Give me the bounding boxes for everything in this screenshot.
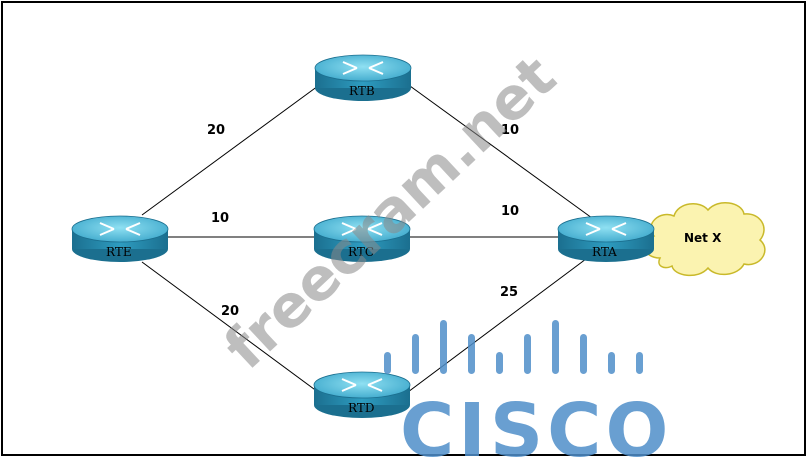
cost-label-rte-rtd: 20 (221, 304, 239, 319)
router-arrows-icon (341, 378, 383, 392)
router-label: RTC (348, 245, 374, 259)
router-label: RTD (348, 401, 374, 415)
router-rta: RTA (557, 215, 655, 262)
cost-label-rtc-rta: 10 (501, 204, 519, 219)
link-labels: 20 10 10 10 20 25 (207, 123, 519, 319)
net-x-label: Net X (684, 231, 722, 245)
cost-label-rte-rtb: 20 (207, 123, 225, 138)
router-rte: RTE (71, 215, 169, 262)
cisco-bars-icon (384, 320, 643, 374)
cisco-logo: CISCO (384, 320, 672, 457)
link-rtd-rta (407, 255, 591, 393)
router-label: RTB (349, 84, 375, 98)
cost-label-rtd-rta: 25 (500, 285, 518, 300)
router-label: RTE (106, 245, 132, 259)
link-rte-rtb (141, 85, 319, 216)
cost-label-rtb-rta: 10 (501, 123, 519, 138)
router-rtb: RTB (314, 54, 412, 101)
link-rtb-rta (409, 85, 593, 219)
router-top-face (313, 215, 411, 243)
router-label: RTA (592, 245, 617, 259)
router-arrows-icon (99, 222, 141, 236)
router-rtc: RTC (313, 215, 411, 262)
router-top-face (557, 215, 655, 243)
cost-label-rte-rtc: 10 (211, 211, 229, 226)
router-arrows-icon (585, 222, 627, 236)
cisco-wordmark: CISCO (400, 388, 672, 457)
router-rtd: RTD (313, 371, 411, 418)
link-rte-rtd (141, 261, 319, 393)
links-layer (141, 85, 593, 393)
net-x-cloud: Net X (644, 202, 766, 277)
cloud-shape (644, 202, 766, 277)
router-arrows-icon (341, 222, 383, 236)
router-arrows-icon (342, 61, 384, 75)
router-top-face (314, 54, 412, 82)
router-top-face (71, 215, 169, 243)
router-top-face (313, 371, 411, 399)
